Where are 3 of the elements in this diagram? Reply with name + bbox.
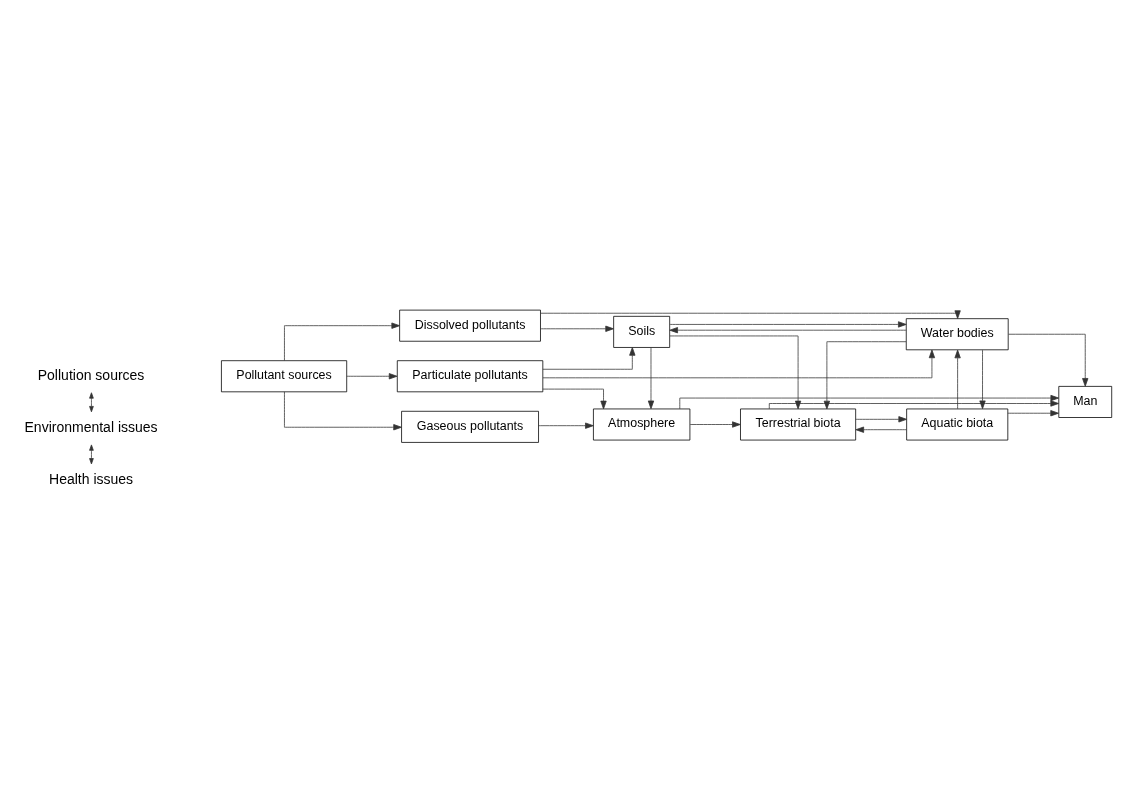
label: Pollution sources (37, 366, 145, 383)
label: Environmental issues (24, 418, 158, 435)
label: Health issues (49, 470, 134, 487)
